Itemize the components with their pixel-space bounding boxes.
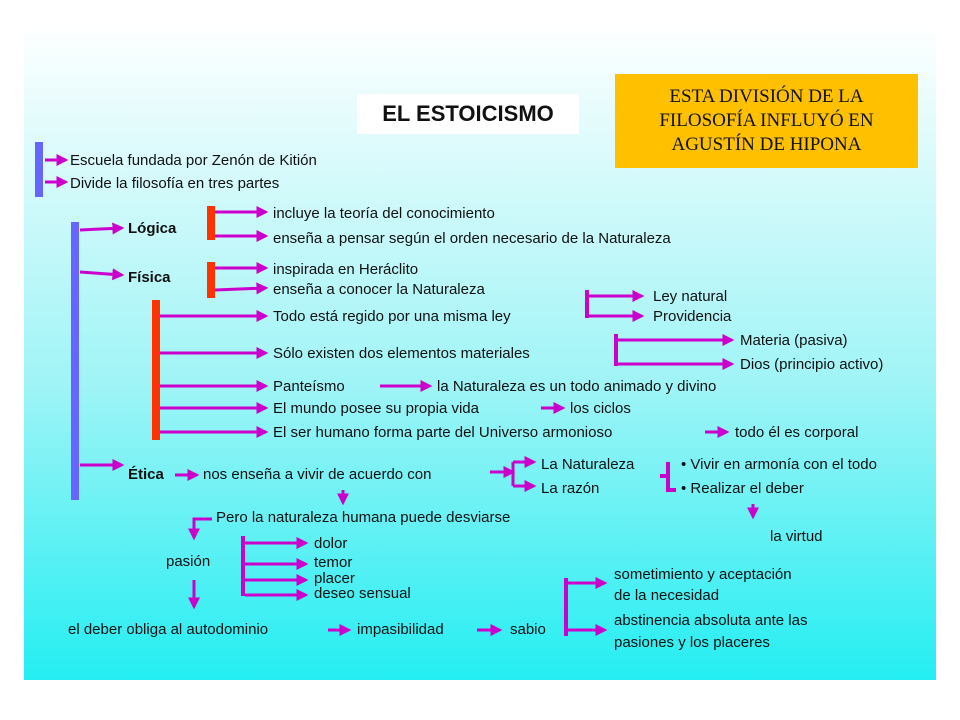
influence-note: ESTA DIVISIÓN DE LA FILOSOFÍA INFLUYÓ EN… bbox=[615, 74, 918, 168]
etica-naturaleza: La Naturaleza bbox=[541, 456, 635, 473]
fisica-dios: Dios (principio activo) bbox=[740, 356, 884, 373]
bar-parts bbox=[71, 222, 79, 500]
pasion-deseo: deseo sensual bbox=[314, 585, 411, 602]
fisica-item: enseña a conocer la Naturaleza bbox=[273, 281, 485, 298]
etica-label: Ética bbox=[128, 466, 164, 483]
fisica-ley-natural: Ley natural bbox=[653, 288, 728, 305]
fisica-materia: Materia (pasiva) bbox=[740, 332, 848, 349]
note-line: ESTA DIVISIÓN DE LA bbox=[669, 86, 864, 107]
sabio-sometimiento-2: de la necesidad bbox=[614, 587, 720, 604]
sabio-abstinencia-2: pasiones y los placeres bbox=[614, 634, 770, 651]
bar-fisica-detail bbox=[152, 300, 160, 440]
fisica-ciclos: los ciclos bbox=[570, 400, 631, 417]
etica-impasibilidad: impasibilidad bbox=[357, 621, 444, 638]
logica-item: incluye la teoría del conocimiento bbox=[273, 205, 495, 222]
fisica-corporal: todo él es corporal bbox=[735, 424, 859, 441]
etica-sabio: sabio bbox=[510, 621, 546, 638]
fisica-panteismo: Panteísmo bbox=[273, 378, 345, 395]
fisica-ley: Todo está regido por una misma ley bbox=[273, 308, 511, 325]
etica-virtud: la virtud bbox=[770, 528, 823, 545]
fisica-elementos: Sólo existen dos elementos materiales bbox=[273, 345, 530, 362]
fisica-mundo: El mundo posee su propia vida bbox=[273, 400, 479, 417]
note-line: FILOSOFÍA INFLUYÓ EN bbox=[659, 110, 874, 131]
fisica-label: Física bbox=[128, 269, 171, 286]
bar-logica bbox=[207, 206, 215, 240]
intro-school: Escuela fundada por Zenón de Kitión bbox=[70, 152, 317, 169]
fisica-panteismo-result: la Naturaleza es un todo animado y divin… bbox=[437, 378, 717, 395]
sabio-abstinencia-1: abstinencia absoluta ante las bbox=[614, 612, 808, 629]
pasion-temor: temor bbox=[314, 554, 353, 571]
etica-deber: • Realizar el deber bbox=[681, 480, 804, 497]
fisica-item: inspirada en Heráclito bbox=[273, 261, 419, 278]
pasion-dolor: dolor bbox=[314, 535, 348, 552]
pasion-placer: placer bbox=[314, 570, 355, 587]
page-title: EL ESTOICISMO bbox=[357, 94, 579, 134]
etica-autodominio: el deber obliga al autodominio bbox=[68, 621, 269, 638]
etica-text: nos enseña a vivir de acuerdo con bbox=[203, 466, 432, 483]
sabio-sometimiento-1: sometimiento y aceptación bbox=[614, 566, 792, 583]
etica-armonia: • Vivir en armonía con el todo bbox=[681, 456, 877, 473]
etica-desviarse: Pero la naturaleza humana puede desviars… bbox=[216, 509, 511, 526]
intro-divides: Divide la filosofía en tres partes bbox=[70, 175, 280, 192]
bar-fisica bbox=[207, 262, 215, 298]
logica-item: enseña a pensar según el orden necesario… bbox=[273, 230, 671, 247]
fisica-humano: El ser humano forma parte del Universo a… bbox=[273, 424, 613, 441]
bar-intro bbox=[35, 142, 43, 197]
note-line: AGUSTÍN DE HIPONA bbox=[671, 134, 862, 155]
etica-razon: La razón bbox=[541, 480, 600, 497]
logica-label: Lógica bbox=[128, 220, 177, 237]
fisica-providencia: Providencia bbox=[653, 308, 732, 325]
etica-pasion: pasión bbox=[166, 553, 211, 570]
